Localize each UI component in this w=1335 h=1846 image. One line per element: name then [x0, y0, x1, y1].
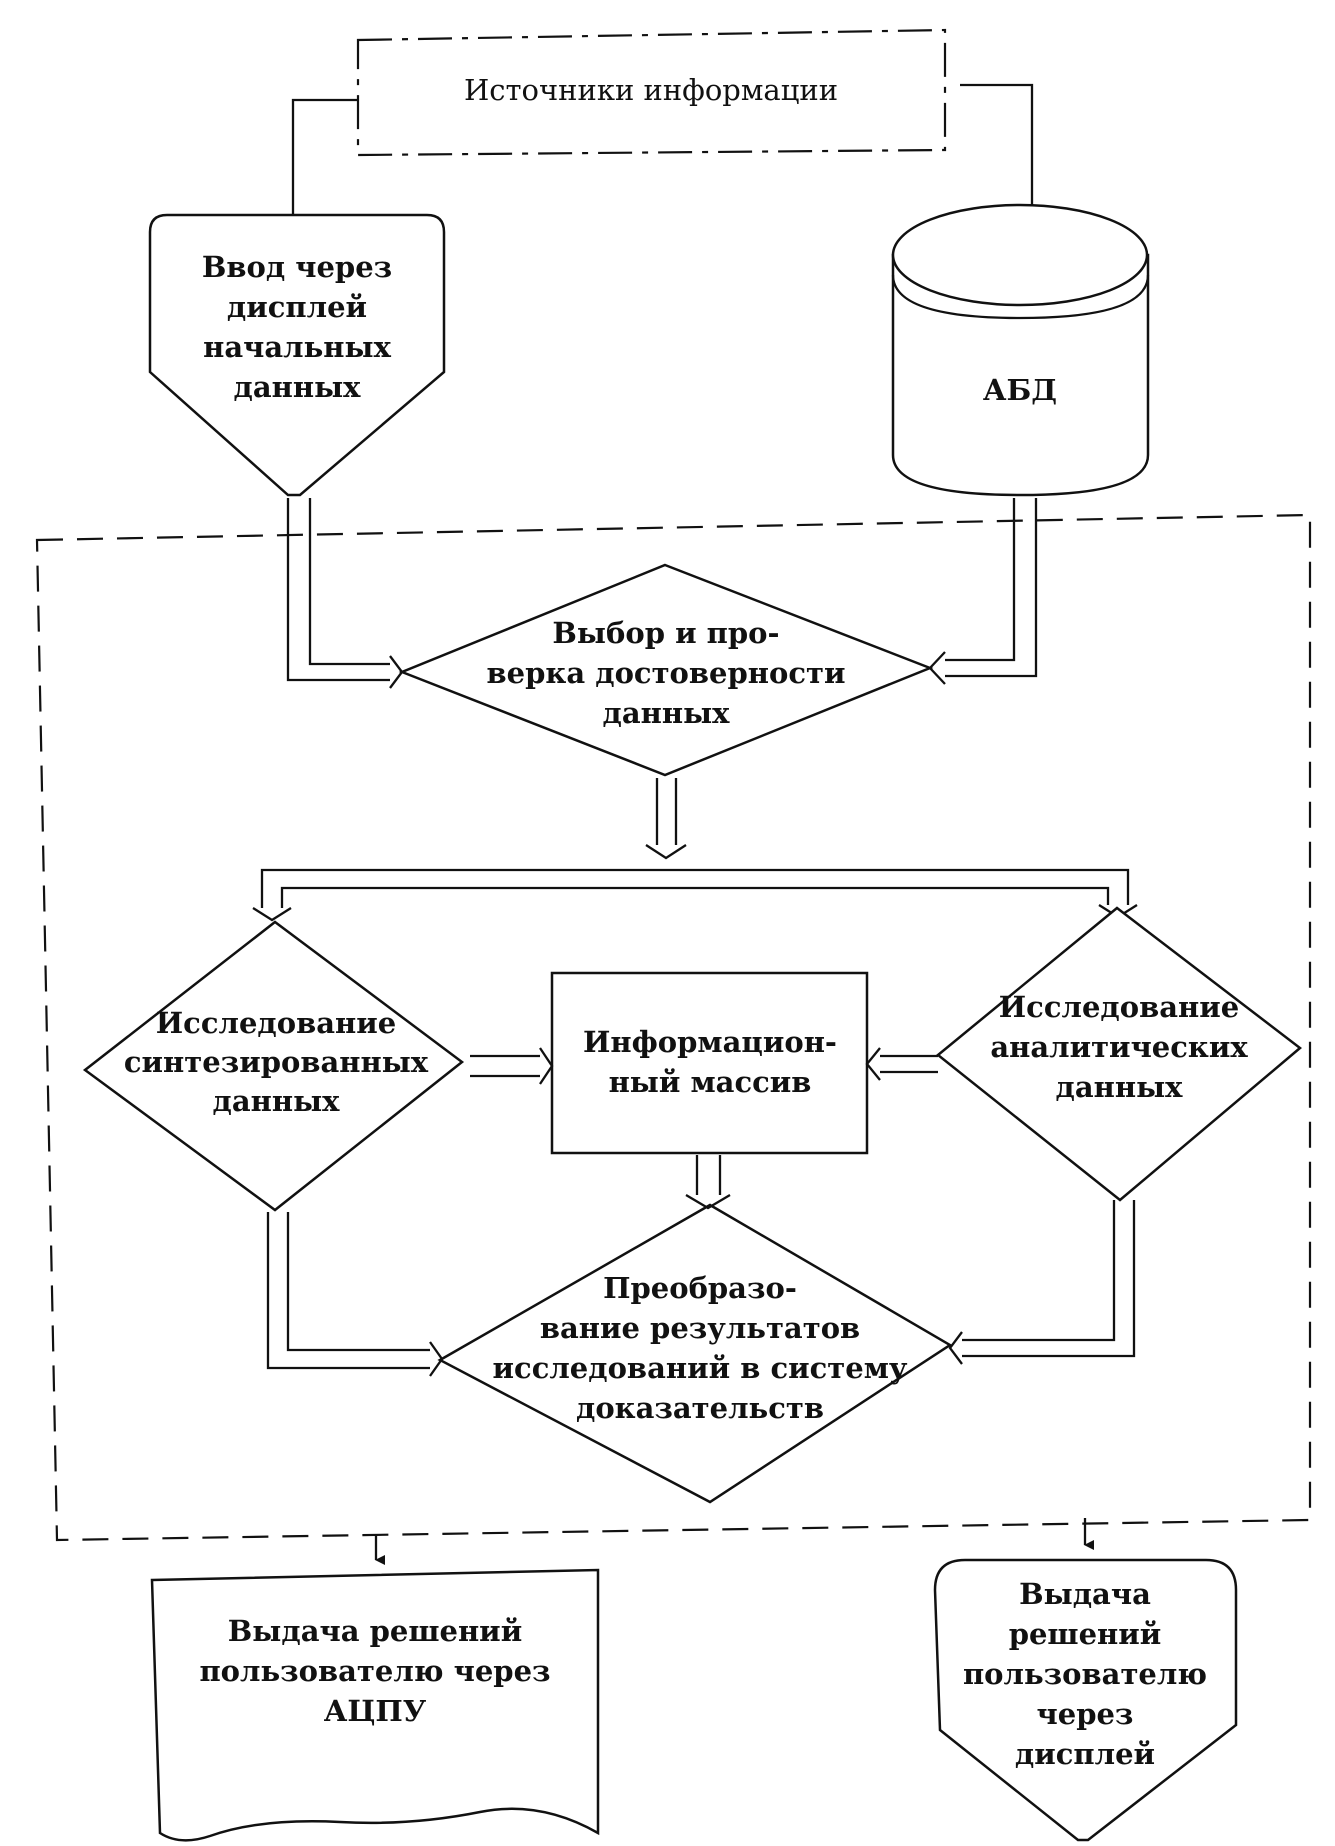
- select-verify-line-1: Выбор и про-: [552, 616, 779, 650]
- research-synth-node: Исследование синтезированных данных: [82, 920, 465, 1212]
- select-verify-line-3: данных: [603, 696, 731, 730]
- sources-box: Источники информации: [356, 28, 947, 157]
- sources-to-abd-line: [960, 83, 1034, 205]
- research-analytic-node: Исследование аналитических данных: [936, 906, 1302, 1202]
- split-left-arrowhead: [252, 907, 292, 922]
- output-display-line-5: дисплей: [1015, 1737, 1155, 1771]
- research-synth-line-3: данных: [213, 1084, 341, 1118]
- info-array-line-2: ный массив: [609, 1065, 812, 1099]
- transform-node: Преобразо- вание результатов исследовани…: [437, 1203, 953, 1504]
- sources-label: Источники информации: [464, 73, 838, 107]
- transform-line-2: вание результатов: [540, 1311, 860, 1345]
- research-analytic-line-3: данных: [1056, 1070, 1184, 1104]
- processing-boundary: [35, 513, 1312, 1542]
- output-printer-line-1: Выдача решений: [228, 1614, 522, 1648]
- analytic-to-info-arrow: [865, 1047, 938, 1081]
- research-synth-line-1: Исследование: [156, 1006, 396, 1040]
- output-display-line-4: через: [1037, 1697, 1134, 1731]
- sources-to-input-line: [291, 98, 358, 215]
- input-display-line-4: данных: [234, 370, 362, 404]
- transform-line-1: Преобразо-: [603, 1271, 797, 1305]
- output-printer-line-2: пользователю через: [199, 1654, 550, 1688]
- output-printer-line-3: АЦПУ: [324, 1694, 427, 1728]
- input-to-select-arrow: [286, 498, 404, 689]
- research-synth-line-2: синтезированных: [124, 1045, 429, 1079]
- transform-line-4: доказательств: [576, 1391, 824, 1425]
- transform-line-3: исследований в систему: [493, 1351, 908, 1385]
- output-display-node: Выдача решений пользователю через диспле…: [933, 1558, 1238, 1842]
- select-verify-line-2: верка достоверности: [487, 656, 846, 690]
- select-to-split-arrow: [645, 778, 687, 860]
- research-analytic-line-1: Исследование: [999, 990, 1239, 1024]
- abd-storage-node: АБД: [891, 203, 1150, 497]
- input-display-line-1: Ввод через: [202, 250, 392, 284]
- info-array-line-1: Информацион-: [583, 1025, 837, 1059]
- input-display-line-3: начальных: [203, 330, 391, 364]
- split-bus: [260, 868, 1130, 908]
- analytic-to-transform-arrow: [948, 1200, 1136, 1365]
- synth-to-info-arrow: [470, 1047, 554, 1085]
- research-analytic-line-2: аналитических: [990, 1030, 1248, 1064]
- info-array-node: Информацион- ный массив: [550, 971, 869, 1155]
- synth-to-transform-arrow: [266, 1212, 444, 1377]
- output-display-line-3: пользователю: [963, 1657, 1207, 1691]
- abd-to-select-arrow: [928, 498, 1038, 685]
- select-verify-node: Выбор и про- верка достоверности данных: [398, 563, 934, 777]
- info-to-transform-arrow: [685, 1155, 731, 1210]
- abd-label: АБД: [983, 373, 1057, 407]
- output-display-line-1: Выдача: [1019, 1577, 1151, 1611]
- output-printer-node: Выдача решений пользователю через АЦПУ: [150, 1568, 600, 1842]
- output-display-line-2: решений: [1009, 1617, 1162, 1651]
- input-display-node: Ввод через дисплей начальных данных: [148, 213, 446, 497]
- input-display-line-2: дисплей: [227, 290, 367, 324]
